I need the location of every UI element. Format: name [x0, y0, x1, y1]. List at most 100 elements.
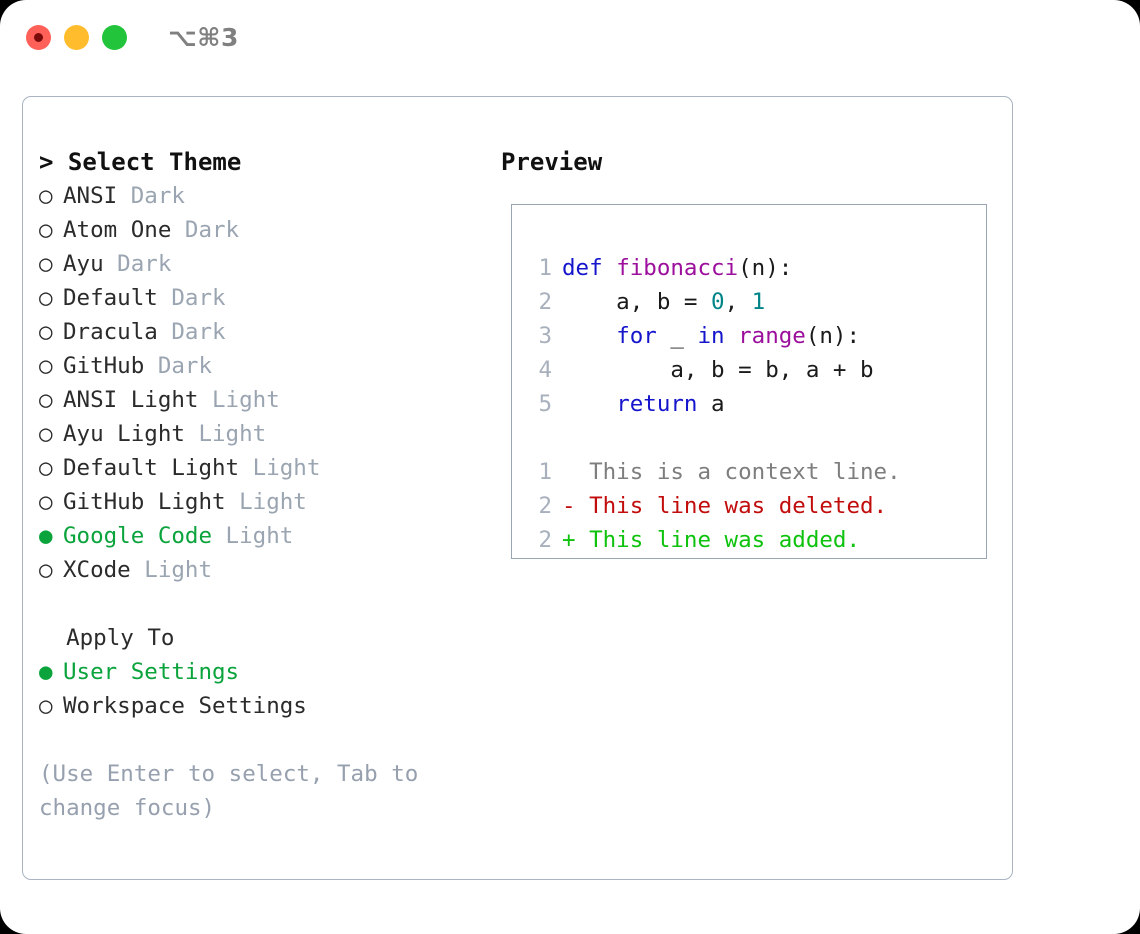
- list-spacer: [39, 587, 479, 621]
- code-token: a, b =: [562, 289, 712, 315]
- theme-variant-tag: Dark: [144, 353, 213, 379]
- close-button[interactable]: [26, 25, 51, 50]
- theme-picker-column: > Select Theme ○ANSI Dark○Atom One Dark○…: [39, 145, 479, 825]
- diff-line-del: 2- This line was deleted.: [530, 489, 901, 523]
- diff-marker: +: [562, 527, 576, 553]
- radio-unselected-icon: ○: [39, 693, 53, 719]
- radio-unselected-icon: ○: [39, 557, 53, 583]
- theme-option-label: XCode: [63, 557, 131, 583]
- theme-option-label: GitHub Light: [63, 489, 226, 515]
- radio-unselected-icon: ○: [39, 183, 53, 209]
- code-token: [562, 323, 616, 349]
- apply-to-label: Apply To: [39, 625, 175, 651]
- line-number: 2: [538, 493, 552, 519]
- diff-text: This is a context line.: [575, 459, 901, 485]
- preview-heading: Preview: [501, 148, 603, 176]
- theme-option-github-light[interactable]: ○ GitHub Light Light: [39, 485, 479, 519]
- code-token: [725, 323, 739, 349]
- keyboard-hint-text: (Use Enter to select, Tab to change focu…: [39, 761, 432, 821]
- theme-option-github[interactable]: ○ GitHub Dark: [39, 349, 479, 383]
- line-number: 1: [538, 459, 552, 485]
- code-token: in: [697, 323, 725, 349]
- line-number: 2: [538, 289, 552, 315]
- line-number: 3: [538, 323, 552, 349]
- apply-to-option-user-settings[interactable]: ● User Settings: [39, 655, 479, 689]
- code-line: 4 a, b = b, a + b: [530, 353, 901, 387]
- radio-unselected-icon: ○: [39, 319, 53, 345]
- diff-marker: [562, 459, 576, 485]
- radio-unselected-icon: ○: [39, 353, 53, 379]
- code-blank-line: [530, 421, 901, 455]
- theme-option-label: Default: [63, 285, 158, 311]
- diff-marker: -: [562, 493, 576, 519]
- line-number: 1: [538, 255, 552, 281]
- minimize-button[interactable]: [64, 25, 89, 50]
- apply-to-option-label: User Settings: [63, 659, 240, 685]
- radio-unselected-icon: ○: [39, 251, 53, 277]
- theme-variant-tag: Light: [198, 387, 280, 413]
- theme-option-label: Default Light: [63, 455, 240, 481]
- theme-option-label: Ayu: [63, 251, 104, 277]
- radio-unselected-icon: ○: [39, 285, 53, 311]
- maximize-button[interactable]: [102, 25, 127, 50]
- theme-variant-tag: Light: [239, 455, 321, 481]
- select-theme-heading: > Select Theme: [39, 148, 242, 176]
- theme-option-xcode[interactable]: ○ XCode Light: [39, 553, 479, 587]
- theme-option-ayu-light[interactable]: ○Ayu Light Light: [39, 417, 479, 451]
- code-token: def: [562, 255, 603, 281]
- code-token: (n):: [738, 255, 793, 281]
- code-line: 5 return a: [530, 387, 901, 421]
- theme-selector-panel: > Select Theme ○ANSI Dark○Atom One Dark○…: [22, 96, 1013, 880]
- theme-option-label: Atom One: [63, 217, 172, 243]
- code-token: 0: [711, 289, 725, 315]
- theme-option-ansi-light[interactable]: ○ ANSI Light Light: [39, 383, 479, 417]
- apply-to-option-label: Workspace Settings: [63, 693, 307, 719]
- code-line: 3 for _ in range(n):: [530, 319, 901, 353]
- radio-unselected-icon: ○: [39, 489, 53, 515]
- diff-line-ctx: 1 This is a context line.: [530, 455, 901, 489]
- theme-variant-tag: Dark: [157, 319, 226, 345]
- theme-option-default[interactable]: ○ Default Dark: [39, 281, 479, 315]
- theme-variant-tag: Dark: [157, 285, 226, 311]
- theme-option-label: Ayu Light: [63, 421, 185, 447]
- code-token: a, b = b, a + b: [562, 357, 874, 383]
- line-number: 5: [538, 391, 552, 417]
- traffic-lights: [26, 25, 127, 50]
- theme-option-label: GitHub: [63, 353, 145, 379]
- theme-variant-tag: Dark: [171, 217, 240, 243]
- code-token: for: [616, 323, 657, 349]
- theme-option-ansi[interactable]: ○ANSI Dark: [39, 179, 479, 213]
- apply-to-option-workspace-settings[interactable]: ○ Workspace Settings: [39, 689, 479, 723]
- code-token: [562, 391, 616, 417]
- keyboard-shortcut-label: ⌥⌘3: [168, 23, 239, 52]
- diff-text: This line was added.: [575, 527, 861, 553]
- radio-unselected-icon: ○: [39, 421, 53, 447]
- diff-text: This line was deleted.: [575, 493, 888, 519]
- code-token: range: [738, 323, 806, 349]
- theme-option-label: Dracula: [63, 319, 158, 345]
- theme-variant-tag: Light: [130, 557, 213, 583]
- radio-selected-icon: ●: [39, 659, 53, 685]
- code-token: [603, 255, 617, 281]
- theme-list: ○ANSI Dark○Atom One Dark○Ayu Dark○Defaul…: [39, 179, 479, 587]
- theme-variant-tag: Dark: [117, 183, 185, 209]
- theme-option-atom-one[interactable]: ○ Atom One Dark: [39, 213, 479, 247]
- radio-unselected-icon: ○: [39, 387, 53, 413]
- theme-variant-tag: Light: [225, 489, 307, 515]
- apply-to-list: ● User Settings ○ Workspace Settings: [39, 655, 479, 723]
- theme-option-ayu[interactable]: ○ Ayu Dark: [39, 247, 479, 281]
- code-token: (n):: [805, 323, 861, 349]
- radio-unselected-icon: ○: [39, 217, 53, 243]
- theme-variant-tag: Dark: [103, 251, 172, 277]
- code-token: a: [697, 391, 725, 417]
- theme-option-dracula[interactable]: ○ Dracula Dark: [39, 315, 479, 349]
- line-number: 2: [538, 527, 552, 553]
- theme-option-google-code[interactable]: ●Google Code Light: [39, 519, 479, 553]
- code-token: return: [616, 391, 698, 417]
- theme-option-label: ANSI Light: [63, 387, 199, 413]
- radio-unselected-icon: ○: [39, 455, 53, 481]
- theme-option-default-light[interactable]: ○ Default Light Light: [39, 451, 479, 485]
- code-token: 1: [751, 289, 766, 315]
